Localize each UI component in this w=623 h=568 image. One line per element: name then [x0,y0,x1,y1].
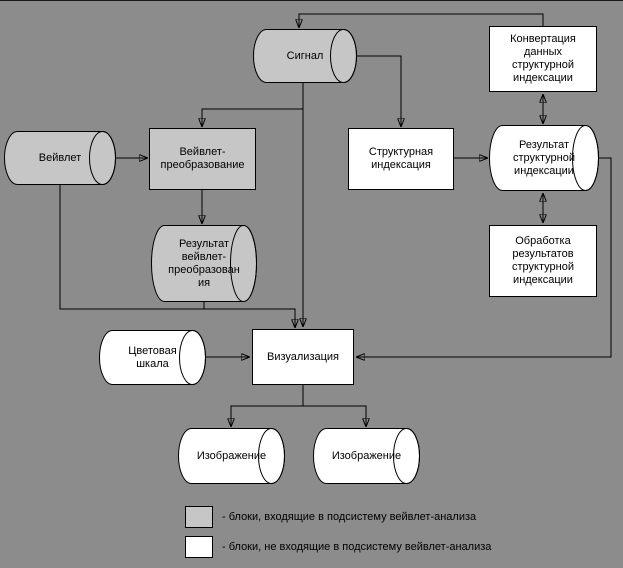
cylinder-shape [99,330,206,385]
node-conversion: Конвертация данных структурной индексаци… [489,26,597,92]
legend-white-label: - блоки, не входящие в подсистему вейвле… [222,541,492,553]
cylinder-shape [253,29,357,83]
node-wavelet-transform-label: Вейвлет- преобразование [160,146,245,171]
node-structural-indexing: Структурная индексация [348,128,454,190]
legend-gray-swatch [185,506,213,528]
cylinder-shape [151,225,257,302]
node-wavelet-result-label: Результат вейвлет- преобразован ия [168,237,240,289]
node-wavelet-result: Результат вейвлет- преобразован ия [151,225,257,302]
legend-row-gray: - блоки, входящие в подсистему вейвлет-а… [185,506,476,528]
node-color-scale-label: Цветовая шкала [128,344,177,370]
node-image-left: Изображение [178,428,285,484]
cylinder-shape [4,131,116,185]
node-visualization-label: Визуализация [266,350,340,363]
node-color-scale: Цветовая шкала [99,330,206,385]
legend-white-swatch [185,536,213,558]
node-wavelet-label: Вейвлет [38,151,82,164]
cylinder-shape [178,428,285,484]
node-conversion-label: Конвертация данных структурной индексаци… [510,33,576,84]
node-signal: Сигнал [253,29,357,83]
node-structural-result-label: Результат структурной индексации [513,138,575,177]
node-visualization: Визуализация [252,329,354,385]
node-processing: Обработка результатов структурной индекс… [489,225,597,297]
cylinder-shape [489,125,599,191]
cylinder-shape [313,428,420,484]
node-wavelet: Вейвлет [4,131,116,185]
node-image-left-label: Изображение [196,449,267,462]
node-processing-label: Обработка результатов структурной индекс… [512,235,574,286]
legend-row-white: - блоки, не входящие в подсистему вейвле… [185,536,491,558]
node-structural-result: Результат структурной индексации [489,125,599,191]
node-signal-label: Сигнал [286,49,324,62]
legend-gray-label: - блоки, входящие в подсистему вейвлет-а… [222,511,477,523]
node-structural-indexing-label: Структурная индексация [368,146,434,171]
node-wavelet-transform: Вейвлет- преобразование [149,128,256,190]
node-image-right-label: Изображение [331,449,402,462]
node-image-right: Изображение [313,428,420,484]
